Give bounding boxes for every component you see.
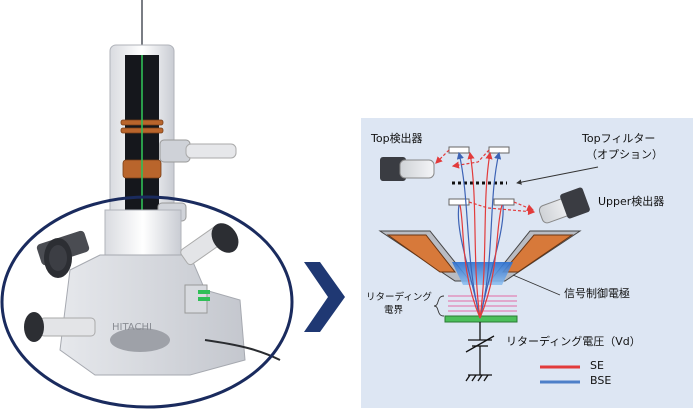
upper-detector-icon [538, 187, 590, 224]
detector-left [36, 230, 90, 278]
label-top-filter-option: （オプション） [586, 148, 663, 161]
legend-se-label: SE [590, 359, 604, 372]
label-retarding-field-2: 電界 [384, 305, 404, 316]
sem-column-illustration: HITACHI [0, 0, 294, 409]
label-retarding-field-1: リターディング [366, 292, 432, 303]
signal-control-electrode [452, 262, 513, 285]
voltage-source-symbol [465, 322, 495, 382]
objective-lens-left [378, 230, 472, 282]
label-top-detector: Top検出器 [371, 132, 423, 145]
detection-schematic [361, 118, 693, 408]
label-retarding-voltage: リターディング電圧（Vd） [506, 335, 641, 348]
label-top-filter: Topフィルター [582, 132, 656, 145]
top-detector-icon [380, 157, 435, 181]
brand-text: HITACHI [112, 322, 152, 333]
detector-bottom-left [24, 312, 96, 342]
legend-bse-label: BSE [590, 374, 612, 387]
transition-arrow [304, 262, 345, 332]
detector-right [180, 223, 239, 266]
label-upper-detector: Upper検出器 [598, 195, 665, 208]
label-signal-control-electrode: 信号制御電極 [564, 287, 630, 300]
